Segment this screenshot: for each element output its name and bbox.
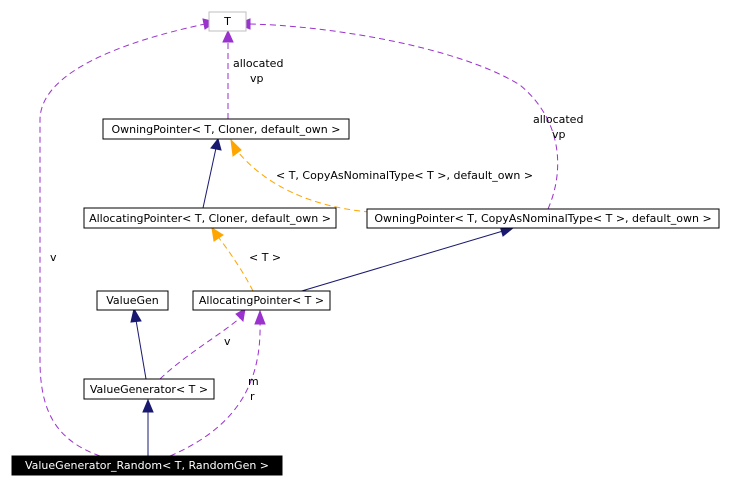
- edge-label-vp-right: vp: [552, 128, 566, 141]
- edge-allocating-cloner-to-owning-cloner: [202, 147, 217, 209]
- edge-arrowhead: [211, 226, 224, 242]
- edge-arrowhead: [230, 138, 242, 157]
- node-value-generator[interactable]: ValueGenerator< T >: [83, 378, 215, 400]
- node-value-gen[interactable]: ValueGen: [96, 290, 169, 311]
- edge-label-r: r: [250, 390, 255, 403]
- node-owning-pointer-cloner[interactable]: OwningPointer< T, Cloner, default_own >: [102, 118, 350, 140]
- edge-label-m: m: [248, 375, 259, 388]
- node-value-generator-random[interactable]: ValueGenerator_Random< T, RandomGen >: [11, 455, 283, 476]
- node-owning-pointer-cloner-label: OwningPointer< T, Cloner, default_own >: [111, 123, 340, 136]
- edge-owning-copy-template: [237, 151, 371, 213]
- edge-arrowhead: [142, 398, 154, 413]
- node-t[interactable]: T: [208, 11, 247, 32]
- node-allocating-pointer-cloner-label: AllocatingPointer< T, Cloner, default_ow…: [89, 212, 331, 225]
- node-allocating-pointer-t[interactable]: AllocatingPointer< T >: [192, 290, 331, 311]
- node-allocating-pointer-cloner[interactable]: AllocatingPointer< T, Cloner, default_ow…: [83, 207, 337, 229]
- edge-allocating-t-to-owning-copy: [294, 230, 504, 294]
- edge-label-t-template: < T >: [249, 251, 281, 264]
- edge-random-to-allocating-t-mr: [169, 321, 261, 457]
- edge-random-to-t-v: [39, 23, 206, 457]
- node-value-generator-label: ValueGenerator< T >: [90, 383, 208, 396]
- edge-label-allocated-right: allocated: [533, 113, 583, 126]
- edge-arrowhead: [235, 308, 246, 323]
- node-owning-pointer-copy-label: OwningPointer< T, CopyAsNominalType< T >…: [374, 212, 711, 225]
- node-value-gen-label: ValueGen: [106, 294, 158, 307]
- edge-label-vp-left: vp: [250, 72, 264, 85]
- edge-owning-copy-to-t: [247, 23, 559, 210]
- edge-arrowhead: [254, 309, 266, 325]
- edge-arrowhead: [210, 137, 222, 151]
- edge-arrowhead: [222, 29, 234, 43]
- node-allocating-pointer-t-label: AllocatingPointer< T >: [199, 294, 324, 307]
- node-value-generator-random-label: ValueGenerator_Random< T, RandomGen >: [25, 459, 269, 472]
- node-owning-pointer-copy[interactable]: OwningPointer< T, CopyAsNominalType< T >…: [366, 208, 720, 229]
- edge-label-copy-template: < T, CopyAsNominalType< T >, default_own…: [276, 169, 533, 182]
- edge-allocating-t-template: [218, 237, 254, 292]
- edge-value-generator-to-value-gen: [135, 319, 147, 380]
- edge-label-v-left: v: [50, 251, 57, 264]
- edge-label-allocated-left: allocated: [233, 57, 283, 70]
- edge-arrowhead: [130, 307, 142, 323]
- node-t-label: T: [223, 15, 231, 28]
- edge-label-v-mid: v: [224, 335, 231, 348]
- edge-value-generator-to-allocating-t-v: [159, 317, 241, 380]
